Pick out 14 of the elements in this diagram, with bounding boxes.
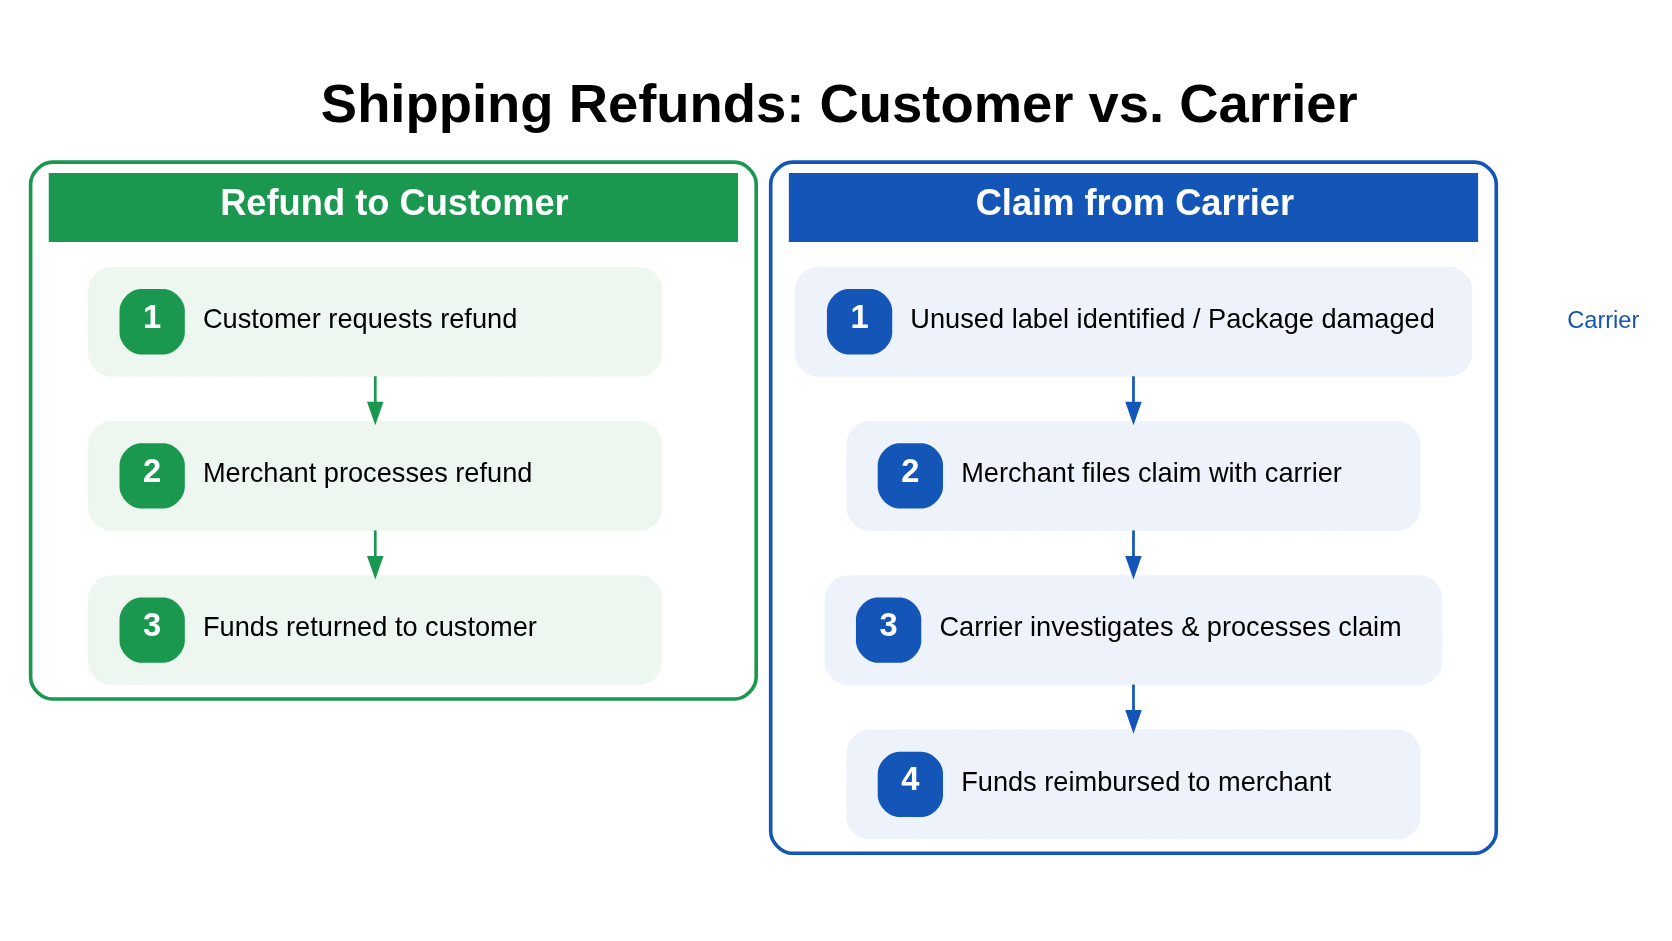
- node-box: 4 Funds reimbursed to merchant: [846, 729, 1421, 840]
- node-box: 1 Unused label identified / Package damaged: [794, 266, 1473, 377]
- label: Carrier: [1567, 306, 1640, 333]
- arrow: [1125, 684, 1142, 734]
- node-box: 3 Funds returned to customer: [88, 575, 663, 685]
- node-box: 3 Carrier investigates & processes claim: [824, 575, 1443, 685]
- arrow: [367, 376, 384, 426]
- arrow: [367, 530, 384, 580]
- node-box: 2 Merchant files claim with carrier: [846, 421, 1421, 531]
- diagram-title: Shipping Refunds: Customer vs. Carrier: [320, 73, 1358, 135]
- node-box: 2 Merchant processes refund: [88, 421, 663, 531]
- arrow: [1125, 376, 1142, 426]
- node-box: 1 Customer requests refund: [88, 266, 663, 377]
- arrow: [1125, 530, 1142, 580]
